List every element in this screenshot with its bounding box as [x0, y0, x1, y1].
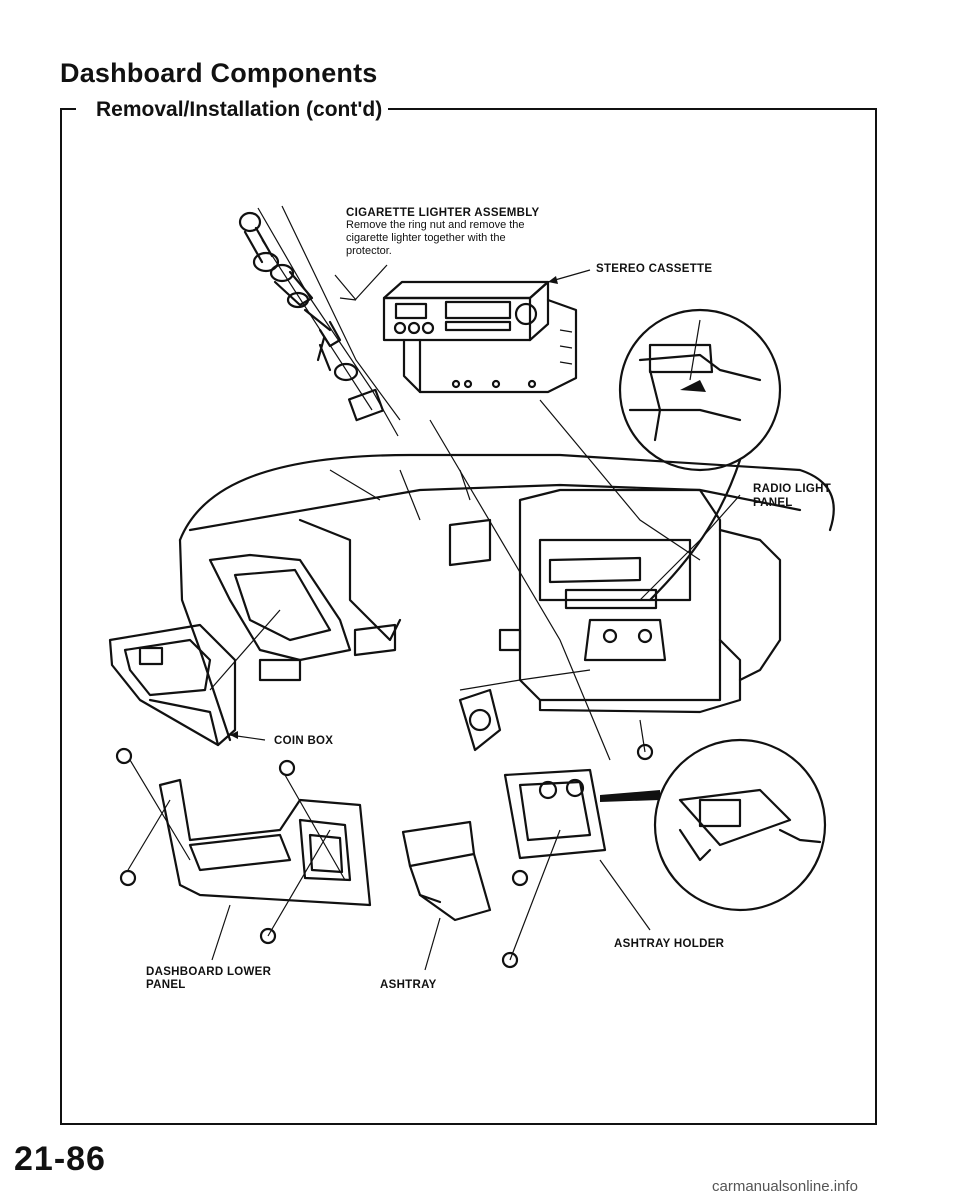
- dashboard-lower-panel-label-1: DASHBOARD LOWER: [146, 966, 272, 978]
- dashboard-lower-panel-label-2: PANEL: [146, 979, 186, 991]
- watermark: carmanualsonline.info: [712, 1178, 858, 1195]
- coin-box: [108, 609, 281, 747]
- frame-top-right-rule: [356, 108, 877, 110]
- ashtray: [401, 820, 492, 922]
- cigarette-lighter-desc-3: protector.: [346, 245, 392, 257]
- detail-circle-radio-light: [618, 308, 782, 602]
- stereo-cassette-label: STEREO CASSETTE: [596, 263, 713, 275]
- radio-light-panel-label-2: PANEL: [753, 497, 793, 509]
- cigarette-lighter-parts: [238, 205, 401, 437]
- coin-box-label: COIN BOX: [274, 735, 334, 747]
- stereo-cassette-unit: [382, 280, 578, 394]
- detail-circle-ashtray-holder: [600, 738, 827, 912]
- radio-light-panel-label-1: RADIO LIGHT: [753, 483, 832, 495]
- dashboard-lower-panel: [127, 759, 372, 907]
- page-title: Dashboard Components: [60, 58, 378, 88]
- dashboard-body: [178, 453, 835, 742]
- illustration-frame: [60, 108, 877, 1125]
- ashtray-label: ASHTRAY: [380, 979, 437, 991]
- cigarette-lighter-desc-1: Remove the ring nut and remove the: [346, 219, 525, 231]
- page-number: 21-86: [14, 1140, 106, 1178]
- screws: [115, 719, 654, 969]
- ashtray-holder: [458, 669, 607, 860]
- cigarette-lighter-label: CIGARETTE LIGHTER ASSEMBLY: [346, 207, 540, 219]
- leader-lines: [211, 264, 741, 971]
- frame-top-left-rule: [60, 108, 76, 110]
- section-subtitle: Removal/Installation (cont'd): [96, 98, 389, 122]
- ashtray-holder-label: ASHTRAY HOLDER: [614, 938, 725, 950]
- cigarette-lighter-desc-2: cigarette lighter together with the: [346, 232, 506, 244]
